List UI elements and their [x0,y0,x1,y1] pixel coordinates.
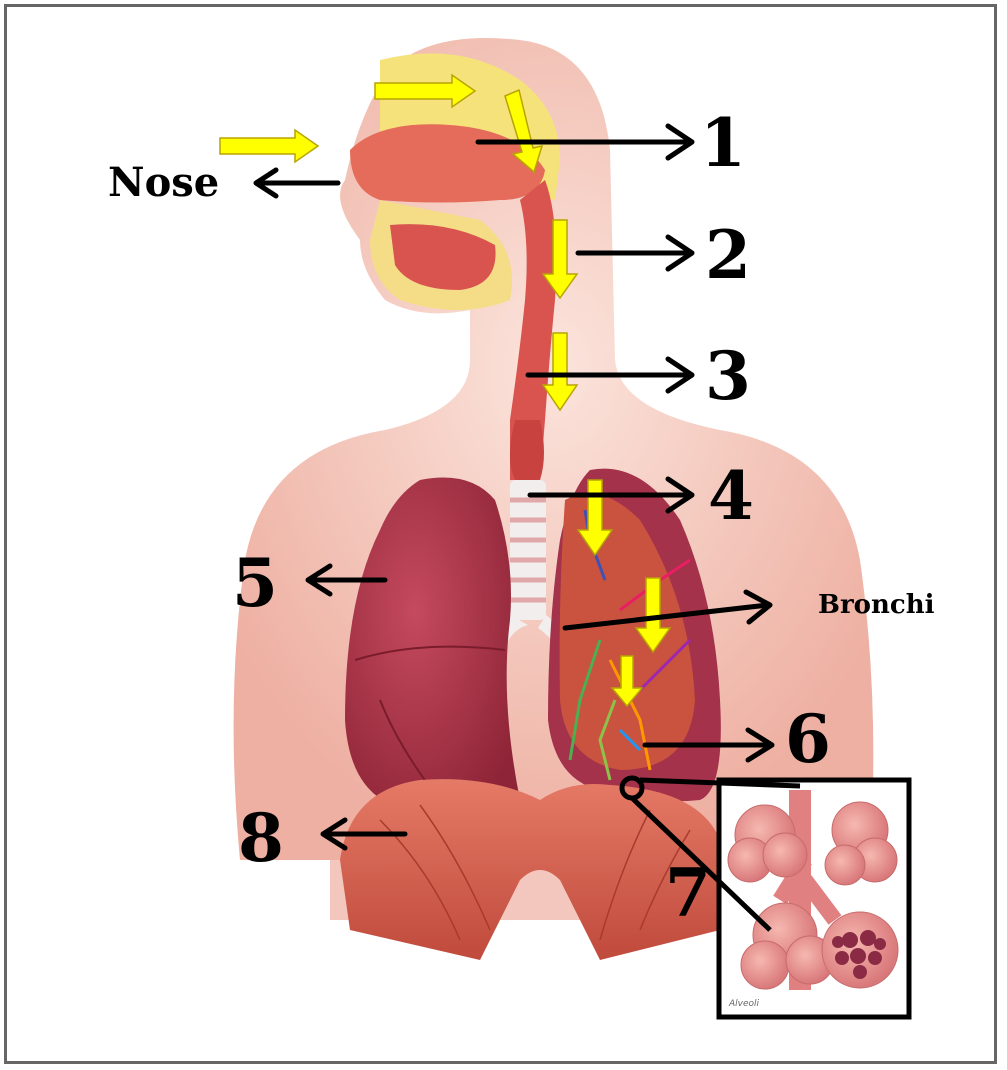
flow-arrow-1 [220,130,318,162]
label-nose: Nose [108,163,219,203]
label-2: 2 [705,222,751,288]
label-3: 3 [705,343,751,409]
label-bronchi: Bronchi [818,592,935,618]
label-6: 6 [785,706,831,772]
inset-caption: Alveoli [729,999,759,1009]
label-7: 7 [665,860,711,926]
label-5: 5 [232,550,278,616]
alveoli-inset [719,780,909,1017]
label-4: 4 [708,463,754,529]
label-8: 8 [238,805,284,871]
label-1: 1 [700,110,746,176]
diaphragm [340,779,720,960]
